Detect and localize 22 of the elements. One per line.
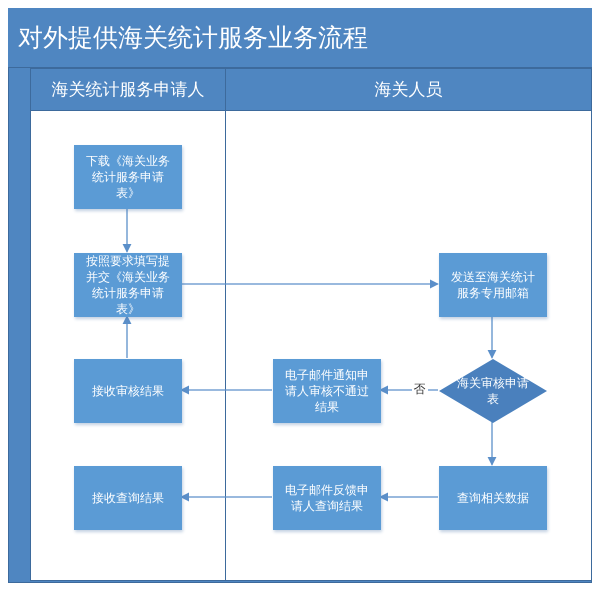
swimlane bbox=[225, 68, 592, 581]
swimlane bbox=[30, 68, 226, 581]
arrow bbox=[122, 208, 132, 253]
title-bar: 对外提供海关统计服务业务流程 bbox=[8, 8, 592, 68]
arrow bbox=[122, 315, 132, 358]
process-box: 按照要求填写提并交《海关业务统计服务申请表》 bbox=[74, 253, 182, 317]
process-box: 接收审核结果 bbox=[74, 359, 182, 423]
lane-header: 海关人员 bbox=[226, 69, 591, 111]
decision-diamond: 海关审核申请表 bbox=[439, 359, 547, 423]
process-box: 电子邮件反馈申请人查询结果 bbox=[273, 466, 381, 530]
arrow bbox=[180, 386, 272, 394]
arrow bbox=[488, 316, 496, 359]
arrow bbox=[488, 422, 496, 466]
process-box: 接收查询结果 bbox=[74, 466, 182, 530]
process-box: 查询相关数据 bbox=[439, 466, 547, 530]
arrow bbox=[379, 492, 438, 502]
arrow bbox=[180, 492, 272, 502]
process-box: 下载《海关业务统计服务申请表》 bbox=[74, 145, 182, 209]
process-box: 电子邮件通知申请人审核不通过结果 bbox=[273, 359, 381, 423]
arrow bbox=[181, 280, 439, 288]
lane-header: 海关统计服务申请人 bbox=[31, 69, 225, 111]
process-box: 发送至海关统计服务专用邮箱 bbox=[439, 253, 547, 317]
